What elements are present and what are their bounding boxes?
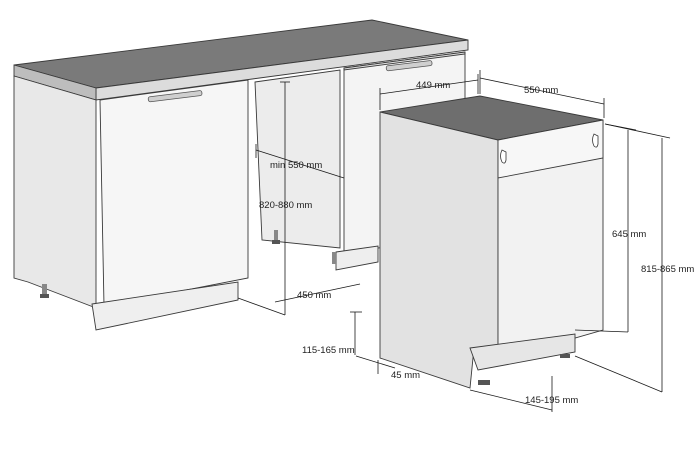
label-min-depth: min 550 mm [270, 160, 322, 171]
label-plinth-depth: 45 mm [391, 370, 420, 381]
dishwasher-foot-icon [478, 380, 490, 385]
label-niche-width: 449 mm [416, 80, 450, 91]
kitchen-cabinets [13, 19, 469, 331]
left-door-handle [147, 90, 203, 103]
label-plinth-height: 115-165 mm [302, 345, 355, 356]
dishwasher [379, 95, 604, 389]
left-cabinet-plinth [91, 281, 239, 331]
left-cabinet-door [99, 79, 249, 307]
label-total-height: 815-865 mm [641, 264, 694, 275]
label-niche-depth: 450 mm [297, 290, 331, 301]
left-cabinet-feet [40, 284, 49, 298]
door-bracket-left-icon [500, 149, 507, 164]
label-niche-height: 820-880 mm [259, 200, 312, 211]
dimension-lines [237, 70, 671, 412]
door-bracket-right-icon [592, 133, 599, 148]
dishwasher-foot-icon [560, 354, 570, 358]
right-cabinet-feet [272, 230, 336, 264]
label-appliance-depth: 550 mm [524, 85, 558, 96]
label-foot-depth: 145-195 mm [525, 395, 578, 406]
right-drawer-handle [385, 60, 433, 72]
niche-back-panel [254, 69, 341, 249]
dishwasher-control-panel [497, 119, 604, 179]
label-panel-height: 645 mm [612, 229, 646, 240]
left-cabinet-side [13, 75, 97, 309]
right-cabinet-plinth [335, 245, 379, 271]
dimension-labels: 449 mm 550 mm min 550 mm 820-880 mm 450 … [259, 80, 694, 406]
dishwasher-base [469, 333, 576, 371]
right-cabinet-drawer-line [343, 51, 466, 71]
